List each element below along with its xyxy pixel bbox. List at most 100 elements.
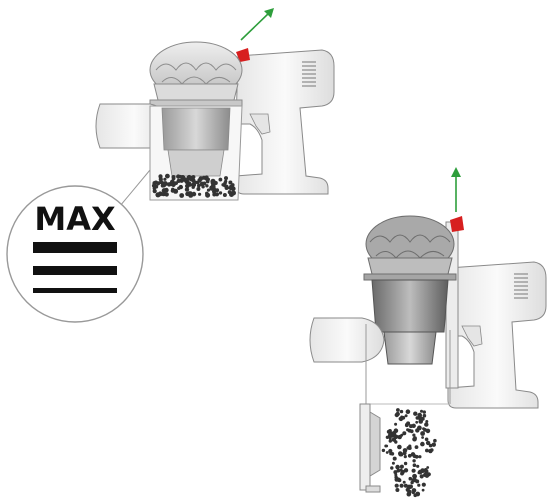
debris-particle	[385, 435, 390, 439]
debris-particle	[179, 193, 185, 198]
debris-particle	[176, 178, 181, 183]
debris-particle	[403, 468, 409, 473]
vacuum-open-bin	[309, 167, 547, 498]
debris-particle	[398, 416, 404, 422]
debris-particle	[399, 409, 404, 414]
debris-particle	[393, 470, 398, 475]
debris-particle	[398, 451, 403, 457]
debris-particle	[402, 448, 408, 453]
debris-particle	[389, 452, 392, 456]
debris-particle	[388, 448, 393, 454]
debris-particle	[218, 177, 223, 182]
debris-particle	[392, 456, 397, 461]
debris-particle	[223, 181, 227, 185]
max-line-leader	[119, 169, 151, 207]
debris-particle	[197, 178, 202, 183]
debris-particle	[224, 176, 228, 181]
debris-particle	[402, 480, 406, 484]
debris-particle	[184, 187, 190, 192]
debris-particle	[170, 188, 175, 193]
debris-particle	[411, 468, 416, 473]
debris-particle	[397, 444, 402, 450]
debris-particle	[152, 186, 156, 191]
debris-particle	[412, 454, 417, 459]
debris-particle	[224, 186, 229, 190]
debris-particle	[422, 413, 427, 418]
debris-particle	[403, 455, 407, 459]
debris-particle	[391, 431, 397, 436]
debris-particle	[215, 188, 220, 193]
debris-particle	[185, 183, 190, 189]
debris-particle	[170, 182, 174, 186]
vent-grille	[302, 61, 316, 87]
max-fill-badge: MAX	[6, 185, 144, 323]
handle-body	[235, 49, 335, 195]
debris-particle	[151, 183, 157, 188]
debris-particle	[395, 411, 400, 417]
debris-particle	[396, 408, 400, 412]
debris-particle	[405, 409, 411, 415]
debris-particle	[430, 448, 434, 452]
debris-particle	[227, 190, 232, 195]
vacuum-closed-bin	[95, 8, 335, 207]
debris-particle	[394, 422, 398, 426]
debris-particle	[412, 436, 417, 442]
debris-particle	[423, 469, 429, 474]
debris-particle	[388, 433, 392, 437]
debris-particle	[412, 459, 416, 463]
debris-particle	[421, 488, 425, 492]
debris-particle	[163, 177, 167, 181]
debris-particle	[407, 453, 412, 458]
debris-particle	[196, 187, 201, 191]
debris-full-bin	[151, 173, 237, 198]
max-label: MAX	[34, 200, 116, 238]
debris-particle	[202, 181, 207, 186]
debris-particle	[433, 438, 437, 443]
debris-particle	[411, 491, 415, 495]
debris-particle	[388, 429, 392, 433]
debris-particle	[385, 451, 389, 454]
debris-particle	[182, 177, 188, 182]
max-fill-line-icon	[33, 242, 117, 293]
debris-particle	[413, 411, 418, 416]
debris-particle	[191, 182, 197, 188]
debris-particle	[159, 180, 164, 185]
debris-particle	[419, 474, 424, 479]
debris-particle	[412, 474, 417, 479]
debris-particle	[412, 463, 417, 468]
debris-particle	[395, 488, 400, 492]
debris-particle	[403, 461, 408, 466]
debris-particle	[205, 192, 211, 198]
debris-particle	[410, 480, 414, 485]
debris-particle	[394, 483, 399, 488]
cyclone-assembly	[363, 215, 457, 281]
debris-particle	[425, 448, 429, 453]
debris-particle	[177, 186, 181, 190]
debris-particle	[188, 177, 194, 182]
up-arrow-icon	[451, 167, 461, 212]
debris-particle	[422, 427, 426, 431]
debris-particle	[198, 192, 202, 196]
debris-particle	[164, 192, 169, 197]
debris-particle	[424, 422, 429, 427]
debris-particle	[388, 439, 392, 443]
bin-release-red	[450, 216, 464, 232]
debris-particle	[406, 484, 412, 490]
debris-particle	[388, 436, 392, 440]
debris-particle	[390, 466, 394, 470]
debris-particle	[222, 193, 227, 197]
debris-particle	[406, 446, 411, 450]
debris-particle	[412, 433, 416, 437]
debris-particle	[417, 483, 421, 487]
debris-particle	[152, 189, 157, 194]
up-arrow-icon	[240, 8, 274, 41]
debris-particle	[426, 466, 430, 469]
debris-particle	[428, 443, 433, 448]
debris-particle	[431, 442, 436, 447]
debris-particle	[399, 483, 404, 488]
inner-shroud	[371, 279, 449, 333]
debris-particle	[392, 438, 397, 442]
debris-particle	[400, 433, 404, 437]
debris-particle	[201, 185, 205, 189]
debris-particle	[158, 192, 163, 197]
